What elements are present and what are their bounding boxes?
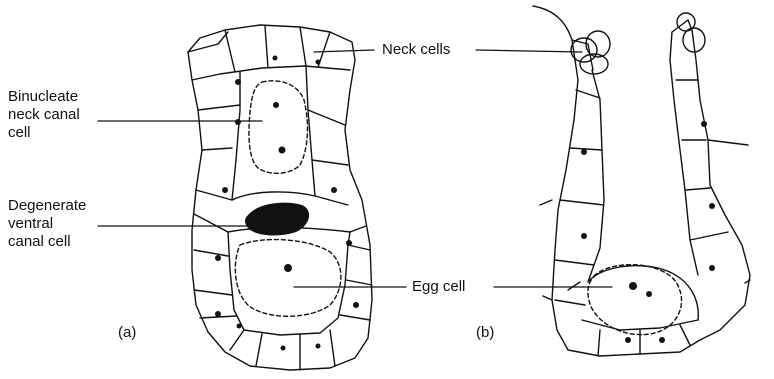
archegonium-a-outline (188, 25, 372, 370)
leader-neck-cells-b (476, 50, 582, 52)
egg-cell-a (235, 240, 341, 317)
label-panel-b: (b) (476, 324, 494, 342)
neck-canal-cell (249, 81, 308, 174)
label-degenerate-line2: ventral (8, 215, 53, 233)
leader-lines (98, 50, 612, 287)
label-binucleate-line3: cell (8, 124, 31, 142)
label-binucleate-line2: neck canal (8, 106, 80, 124)
label-egg-cell: Egg cell (412, 278, 465, 296)
label-panel-a: (a) (118, 324, 136, 342)
label-degenerate-line1: Degenerate (8, 197, 86, 215)
archegonium-a (188, 25, 372, 370)
archegonium-b (533, 6, 750, 356)
egg-cell-b (588, 265, 682, 335)
label-neck-cells: Neck cells (382, 41, 450, 59)
ventral-canal-cell (245, 203, 309, 236)
label-binucleate-line1: Binucleate (8, 88, 78, 106)
label-degenerate-line3: canal cell (8, 233, 71, 251)
